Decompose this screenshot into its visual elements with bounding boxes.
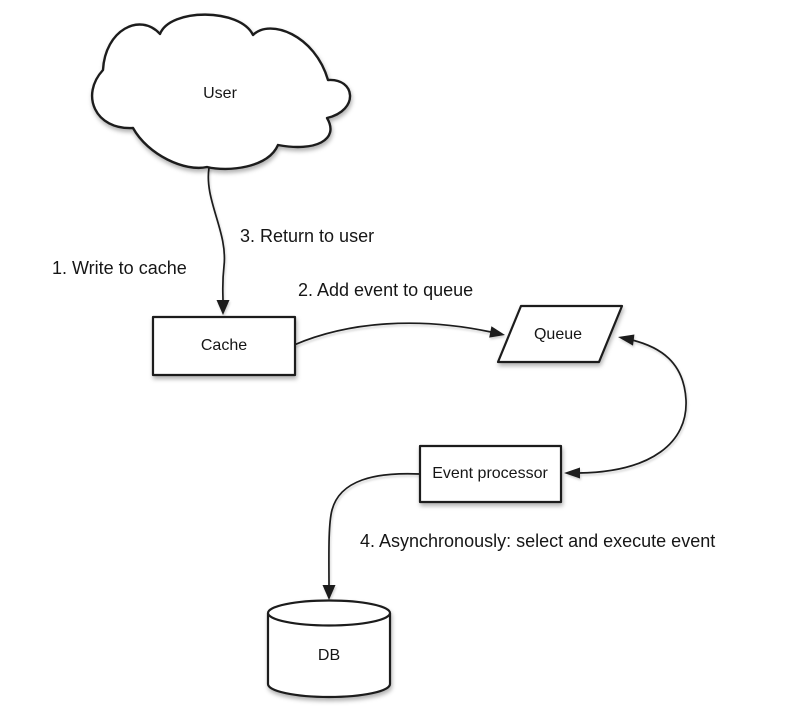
step2-label: 2. Add event to queue [298, 280, 474, 300]
arrowhead-into-queue-right [618, 334, 635, 346]
edge-layer [207, 167, 687, 600]
arrowhead-into-queue-left [489, 326, 505, 338]
user-node-label: User [203, 85, 237, 102]
db-cylinder-top [266, 599, 392, 627]
arrowhead-into-cache [216, 300, 230, 315]
node-shape-layer [91, 13, 624, 699]
arrowhead-into-eventprocessor [564, 467, 580, 479]
edge-cache-queue [293, 322, 505, 346]
cache-rect-shape [151, 315, 297, 377]
cache-node-label: Cache [200, 337, 248, 354]
edge-queue-eventprocessor [564, 334, 687, 479]
step1-label: 1. Write to cache [52, 258, 187, 278]
event-processor-rect-shape [418, 444, 563, 504]
step3-label: 3. Return to user [240, 226, 375, 246]
db-cylinder-body [266, 613, 392, 699]
step4-label: 4. Asynchronously: select and execute ev… [360, 531, 716, 551]
queue-parallelogram-shape [496, 304, 624, 364]
db-node-label: DB [317, 647, 341, 664]
edge-eventprocessor-db [322, 472, 421, 600]
edge-cache-queue-line [293, 322, 492, 346]
edge-user-cache-line [207, 167, 226, 302]
edge-queue-eventprocessor-line [578, 339, 687, 474]
edge-user-cache [207, 167, 230, 315]
user-cloud-shape [91, 13, 352, 171]
queue-node-label: Queue [533, 326, 583, 343]
edge-eventprocessor-db-line [328, 472, 421, 587]
arrowhead-into-db [322, 585, 336, 600]
event-processor-node-label: Event processor [432, 465, 548, 482]
